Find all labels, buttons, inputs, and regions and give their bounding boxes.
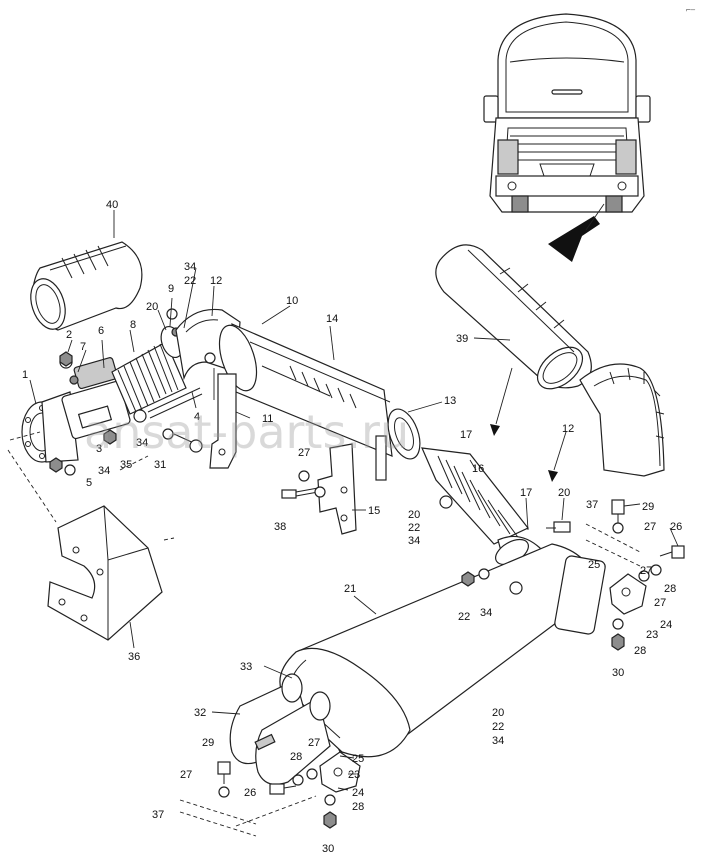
callout-9: 9	[168, 283, 174, 295]
callout-5: 5	[86, 477, 92, 489]
callout-3: 3	[96, 443, 102, 455]
callout-17a: 17	[460, 429, 472, 441]
callout-33: 33	[240, 661, 252, 673]
muffler-21	[279, 543, 606, 758]
exhaust-brake-valve	[59, 355, 131, 440]
callout-37a: 37	[586, 499, 598, 511]
callout-4: 4	[194, 411, 200, 423]
callout-32: 32	[194, 707, 206, 719]
callout-25b: 25	[352, 753, 364, 765]
callout-22b: 22	[408, 522, 420, 534]
callout-23b: 23	[348, 769, 360, 781]
callout-21: 21	[344, 583, 356, 595]
callout-8: 8	[130, 319, 136, 331]
callout-34c: 34	[98, 465, 110, 477]
ring-13	[387, 408, 421, 460]
tailpipes-32-33	[229, 673, 331, 785]
callout-12b: 12	[562, 423, 574, 435]
callout-37b: 37	[152, 809, 164, 821]
callout-20b: 20	[558, 487, 570, 499]
callout-38: 38	[274, 521, 286, 533]
heat-shield-block-36	[47, 505, 163, 641]
watermark: ansat-parts.ru	[84, 405, 409, 459]
callout-11: 11	[262, 413, 273, 425]
callout-34: 34	[184, 261, 196, 273]
callout-30a: 30	[612, 667, 624, 679]
callout-26a: 26	[670, 521, 682, 533]
callout-10: 10	[286, 295, 298, 307]
callout-36: 36	[128, 651, 140, 663]
callout-1: 1	[22, 369, 28, 381]
callout-24a: 24	[660, 619, 672, 631]
truck-front-view	[483, 13, 651, 213]
callout-30b: 30	[322, 843, 334, 855]
callout-22: 22	[184, 275, 196, 287]
heat-shield-sleeve-39	[435, 244, 592, 390]
callout-35: 35	[120, 459, 132, 471]
hardware-left	[49, 308, 203, 476]
corner-mark: ⌐–	[686, 5, 696, 14]
flange-1	[21, 391, 79, 463]
callout-22c: 22	[458, 611, 470, 623]
callout-34b: 34	[136, 437, 148, 449]
callout-23a: 23	[646, 629, 658, 641]
callout-20c: 20	[408, 509, 420, 521]
callout-34e: 34	[480, 607, 492, 619]
view-direction-arrow	[548, 203, 605, 262]
callout-6: 6	[98, 325, 104, 337]
elbow-heat-shield	[579, 363, 665, 477]
bracket-11	[209, 368, 237, 469]
reference-lines	[7, 431, 175, 541]
callout-27a: 27	[298, 447, 310, 459]
callout-7: 7	[80, 341, 86, 353]
callout-31: 31	[154, 459, 166, 471]
callout-40: 40	[106, 199, 118, 211]
flex-bellows-8	[111, 341, 187, 415]
bracket-15	[317, 435, 387, 535]
callout-27d: 27	[654, 597, 666, 609]
callout-27b: 27	[644, 521, 656, 533]
callout-20d: 20	[492, 707, 504, 719]
hanger-assembly-bottom	[179, 751, 361, 837]
callout-12: 12	[210, 275, 222, 287]
callout-27c: 27	[640, 565, 652, 577]
callout-29a: 29	[642, 501, 654, 513]
callout-22d: 22	[492, 721, 504, 733]
callout-14: 14	[326, 313, 338, 325]
callout-34d: 34	[408, 535, 420, 547]
callout-28a: 28	[664, 583, 676, 595]
callout-34f: 34	[492, 735, 504, 747]
callout-20: 20	[146, 301, 158, 313]
callout-26b: 26	[244, 787, 256, 799]
callout-labels: 40 34 22 12 9 20 10 14 2 6 8 7 39 1 13 4…	[22, 199, 682, 855]
callout-28d: 28	[352, 801, 364, 813]
installation-arrows	[490, 367, 567, 482]
callout-15: 15	[368, 505, 380, 517]
callout-27e: 27	[308, 737, 320, 749]
callout-25a: 25	[588, 559, 600, 571]
leader-lines	[29, 210, 679, 791]
callout-24b: 24	[352, 787, 364, 799]
hanger-assembly-right	[585, 499, 685, 651]
callout-27f: 27	[180, 769, 192, 781]
callout-13: 13	[444, 395, 456, 407]
callout-2: 2	[66, 329, 72, 341]
callout-29b: 29	[202, 737, 214, 749]
hardware-middle	[281, 470, 571, 595]
callout-28c: 28	[290, 751, 302, 763]
callout-28b: 28	[634, 645, 646, 657]
heat-shield-sleeve-40	[30, 241, 143, 331]
callout-16: 16	[472, 463, 484, 475]
callout-39: 39	[456, 333, 468, 345]
callout-17b: 17	[520, 487, 532, 499]
